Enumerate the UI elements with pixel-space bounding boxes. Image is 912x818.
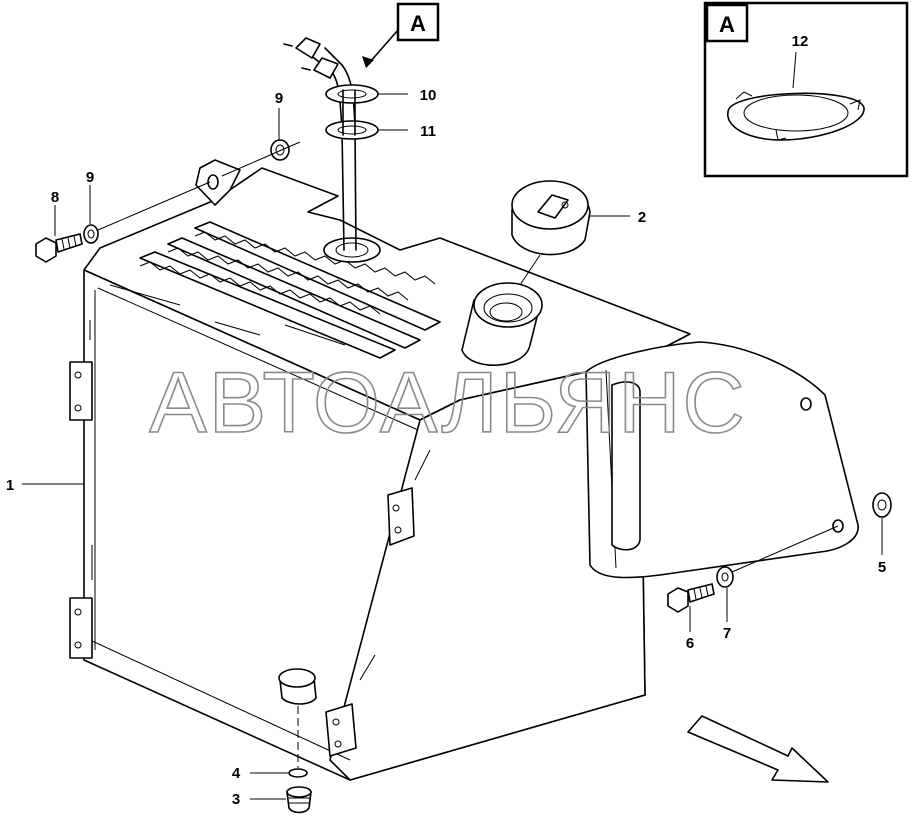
main-view-label: A [362, 2, 440, 68]
washer-part-9-lower [83, 224, 99, 244]
detail-view-a: A 12 [703, 1, 909, 178]
bolt-part-6 [667, 583, 715, 613]
seal-ring-part-12 [727, 91, 865, 141]
washer-part-5 [872, 492, 892, 518]
filler-neck [461, 282, 543, 367]
callout-12: 12 [792, 33, 809, 50]
bolt-part-8 [35, 233, 83, 263]
gasket-part-10 [325, 84, 379, 104]
detail-frame [703, 1, 909, 178]
detail-label-box [705, 3, 749, 43]
washer-part-9-upper [270, 139, 290, 161]
svg-text:A: A [410, 11, 426, 36]
callout-7: 7 [723, 625, 731, 642]
callout-8: 8 [51, 189, 59, 206]
fuel-cap-part-2 [511, 180, 591, 256]
callout-5: 5 [878, 559, 886, 576]
callout-2: 2 [638, 209, 646, 226]
drain-boss [278, 668, 317, 705]
tank-ribs [139, 221, 441, 359]
gasket-part-11 [325, 120, 379, 140]
mounting-bracket [585, 341, 859, 579]
callout-6: 6 [686, 635, 694, 652]
mounting-lug-top [195, 159, 241, 206]
callout-9-upper: 9 [275, 90, 283, 107]
leader-12 [792, 51, 797, 89]
callout-10: 10 [420, 87, 437, 104]
callout-3: 3 [232, 791, 240, 808]
detail-label: A [719, 12, 735, 37]
callout-4: 4 [232, 765, 241, 782]
watermark: АВТОАЛЬЯНС [149, 355, 746, 451]
seal-ring-part-4 [288, 768, 308, 778]
callout-11: 11 [420, 123, 436, 140]
callout-9-lower: 9 [86, 169, 94, 186]
callout-1: 1 [6, 477, 14, 494]
washer-part-7 [716, 566, 734, 588]
hinge-tabs [69, 361, 415, 757]
drain-plug-part-3 [286, 786, 312, 814]
forward-arrow-icon [687, 715, 829, 783]
